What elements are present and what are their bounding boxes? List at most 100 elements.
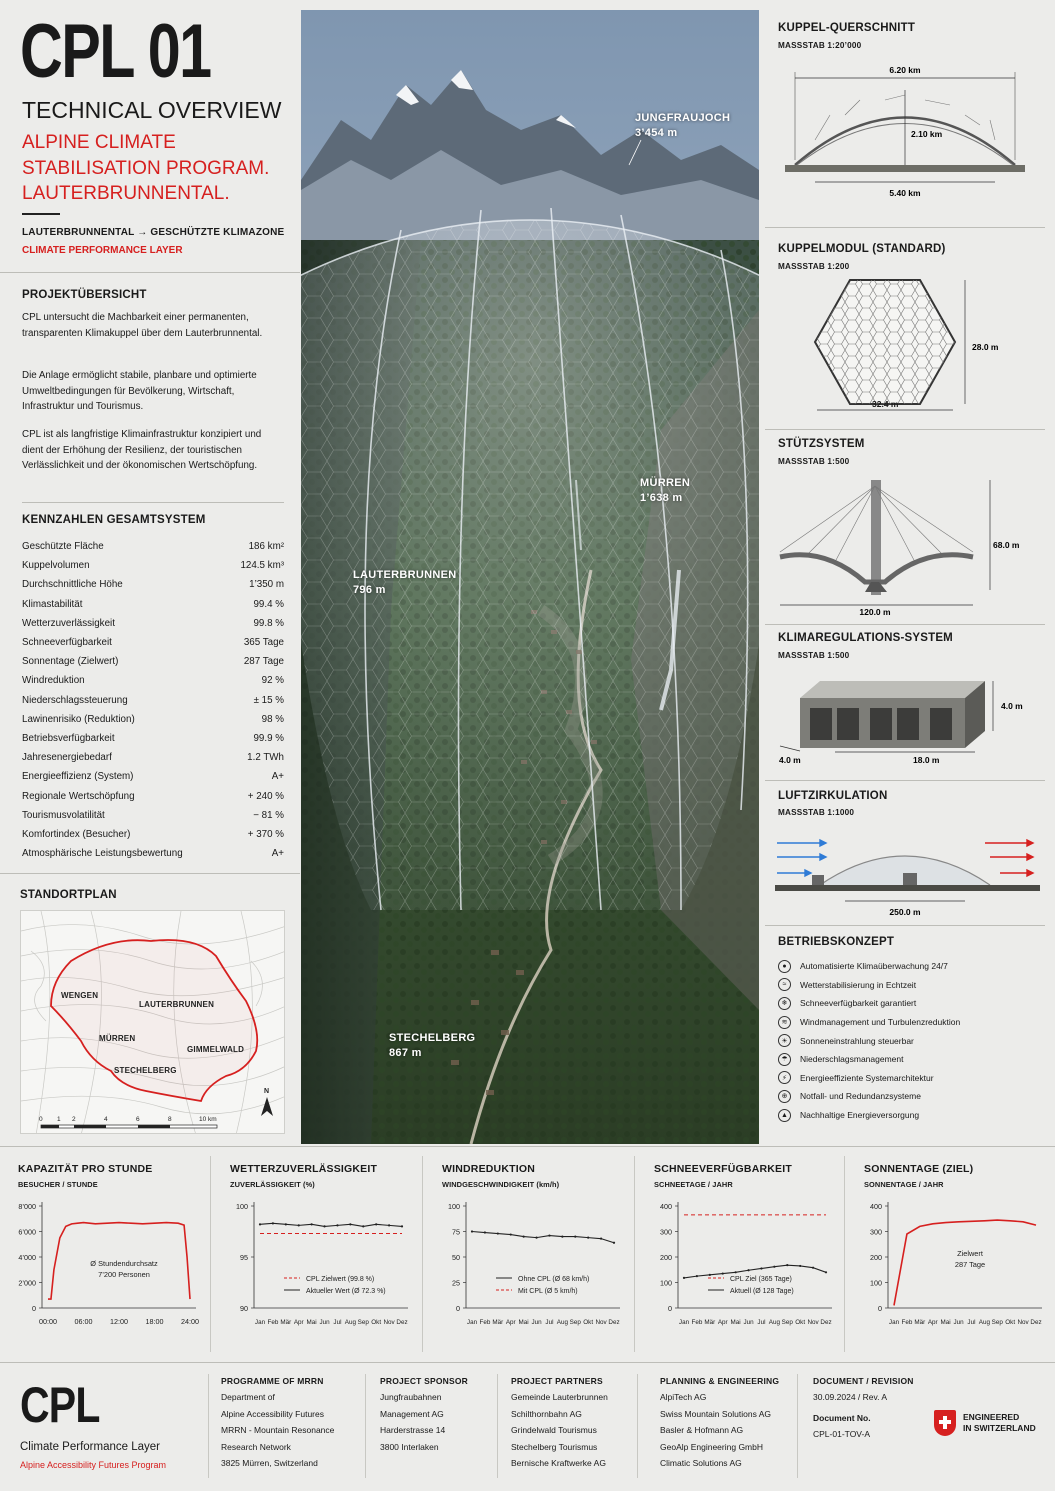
ops-label: Niederschlagsmanagement (800, 1054, 904, 1065)
data-point (496, 1232, 499, 1235)
document-subtitle: TECHNICAL OVERVIEW (22, 97, 282, 123)
dim-support-height: 68.0 m (993, 540, 1020, 550)
chart-title: KAPAZITÄT PRO STUNDE (18, 1163, 153, 1175)
dim-module-height: 28.0 m (972, 342, 999, 352)
data-point (387, 1224, 391, 1227)
kpi-label: Klimastabilität (22, 598, 83, 610)
kpi-label: Atmosphärische Leistungsbewertung (22, 848, 183, 860)
x-tick-label: Jan (889, 1319, 900, 1326)
footer-line: Department of (221, 1392, 275, 1402)
ops-list: ●Automatisierte Klimaüberwachung 24/7≈We… (778, 957, 1038, 1124)
map-label-gimmelwald: GIMMELWALD (187, 1045, 244, 1054)
kpi-label: Energieeffizienz (System) (22, 771, 134, 783)
ops-label: Energieeffiziente Systemarchitektur (800, 1072, 934, 1083)
footer-column-heading: PLANNING & ENGINEERING (660, 1376, 780, 1386)
zone-line: LAUTERBRUNNENTAL → GESCHÜTZTE KLIMAZONE (22, 227, 285, 238)
program-title: ALPINE CLIMATE STABILISATION PROGRAM. LA… (22, 130, 302, 207)
chart-annotation: 7’200 Personen (98, 1270, 150, 1279)
footer: CPL Climate Performance Layer Alpine Acc… (0, 1366, 1055, 1486)
kpi-label: Geschützte Fläche (22, 541, 104, 553)
x-tick-label: Aug (769, 1319, 781, 1326)
y-tick-label: 50 (452, 1253, 460, 1262)
hero-label-alt: 796 m (353, 584, 386, 596)
x-tick-label: Dez (820, 1319, 831, 1326)
footer-program: Alpine Accessibility Futures Program (20, 1460, 167, 1470)
chart-subtitle: WINDGESCHWINDIGKEIT (km/h) (442, 1180, 560, 1189)
y-tick-label: 6’000 (18, 1228, 36, 1237)
data-point (786, 1264, 789, 1267)
x-tick-label: 18:00 (146, 1317, 164, 1326)
x-tick-label: Sep (358, 1319, 370, 1326)
x-tick-label: Mär (492, 1319, 503, 1326)
legend-label: Aktueller Wert (Ø 72.3 %) (306, 1288, 386, 1295)
dim-support-width: 120.0 m (859, 607, 891, 617)
chart-subtitle: ZUVERLÄSSIGKEIT (%) (230, 1180, 315, 1189)
scale-tick: 10 km (199, 1116, 217, 1123)
x-tick-label: Mär (704, 1319, 715, 1326)
x-tick-label: Okt (795, 1319, 805, 1326)
kpi-label: Sonnentage (Zielwert) (22, 656, 119, 668)
divider (844, 1156, 845, 1352)
data-point (323, 1225, 326, 1228)
y-tick-label: 4’000 (18, 1253, 36, 1262)
kpi-label: Durchschnittliche Höhe (22, 579, 123, 591)
legend-label: Mit CPL (Ø 5 km/h) (518, 1288, 578, 1295)
x-tick-label: Sep (782, 1319, 794, 1326)
hero-image: JUNGFRAUJOCH 3’454 m MÜRREN 1’638 m LAUT… (301, 10, 759, 1144)
kpi-value: + 240 % (247, 790, 284, 802)
data-point (682, 1276, 686, 1280)
module-title: KUPPELMODUL (STANDARD) (778, 243, 946, 255)
kpi-value: 99.9 % (253, 732, 284, 744)
footer-brand: CPL (20, 1377, 100, 1433)
x-tick-label: Apr (928, 1319, 938, 1326)
kpi-row: Sonnentage (Zielwert)287 Tage (22, 652, 284, 671)
data-point (773, 1265, 776, 1268)
data-point (708, 1273, 711, 1276)
hero-label-lauterbrunnen: LAUTERBRUNNEN (353, 569, 457, 581)
map-label-lauterbrunnen: LAUTERBRUNNEN (139, 1000, 214, 1009)
divider (765, 780, 1045, 781)
kpi-row: Energieeffizienz (System) A+ (22, 767, 284, 786)
kpi-value: 365 Tage (243, 637, 284, 649)
x-tick-label: Jun (531, 1319, 542, 1326)
footer-document: DOCUMENT / REVISION 30.09.2024 / Rev. A … (813, 1376, 914, 1443)
footer-line: Harderstrasse 14 (380, 1425, 446, 1436)
kpi-value: 92 % (261, 675, 284, 687)
footer-line: Grindelwald Tourismus (511, 1425, 597, 1436)
data-point (258, 1223, 262, 1226)
kpi-value: 186 km² (248, 541, 284, 553)
ops-label: Schneeverfügbarkeit garantiert (800, 998, 917, 1009)
dome-boundary (50, 939, 259, 1103)
x-tick-label: Feb (267, 1319, 278, 1326)
x-tick-label: Feb (691, 1319, 702, 1326)
y-tick-label: 2’000 (18, 1279, 36, 1288)
ops-item: ≋Windmanagement und Turbulenzreduktion (778, 1013, 1038, 1032)
x-tick-label: Jul (333, 1319, 341, 1326)
y-tick-label: 200 (870, 1253, 882, 1262)
chart-subtitle: SONNENTAGE / JAHR (864, 1180, 944, 1189)
data-point (535, 1236, 538, 1239)
climate-scale: MASSSTAB 1:500 (778, 651, 850, 660)
air-drawing: 250.0 m (775, 838, 1040, 917)
divider (0, 1362, 1055, 1363)
air-scale: MASSSTAB 1:1000 (778, 808, 855, 817)
chart-annotation: 287 Tage (955, 1260, 985, 1269)
chart-annotation: Ø Stundendurchsatz (90, 1259, 158, 1268)
divider (765, 429, 1045, 430)
divider (765, 925, 1045, 926)
data-point (695, 1275, 699, 1278)
kpi-value: 98 % (261, 713, 284, 725)
footer-line: MRRN - Mountain Resonance (221, 1425, 335, 1436)
legend-label: CPL Ziel (365 Tage) (730, 1276, 792, 1283)
x-tick-label: Feb (479, 1319, 490, 1326)
data-point (310, 1223, 313, 1226)
data-point (400, 1225, 404, 1228)
y-tick-label: 400 (660, 1202, 672, 1211)
y-tick-label: 300 (870, 1228, 882, 1237)
divider (22, 213, 60, 215)
kpi-value: A+ (271, 771, 284, 783)
